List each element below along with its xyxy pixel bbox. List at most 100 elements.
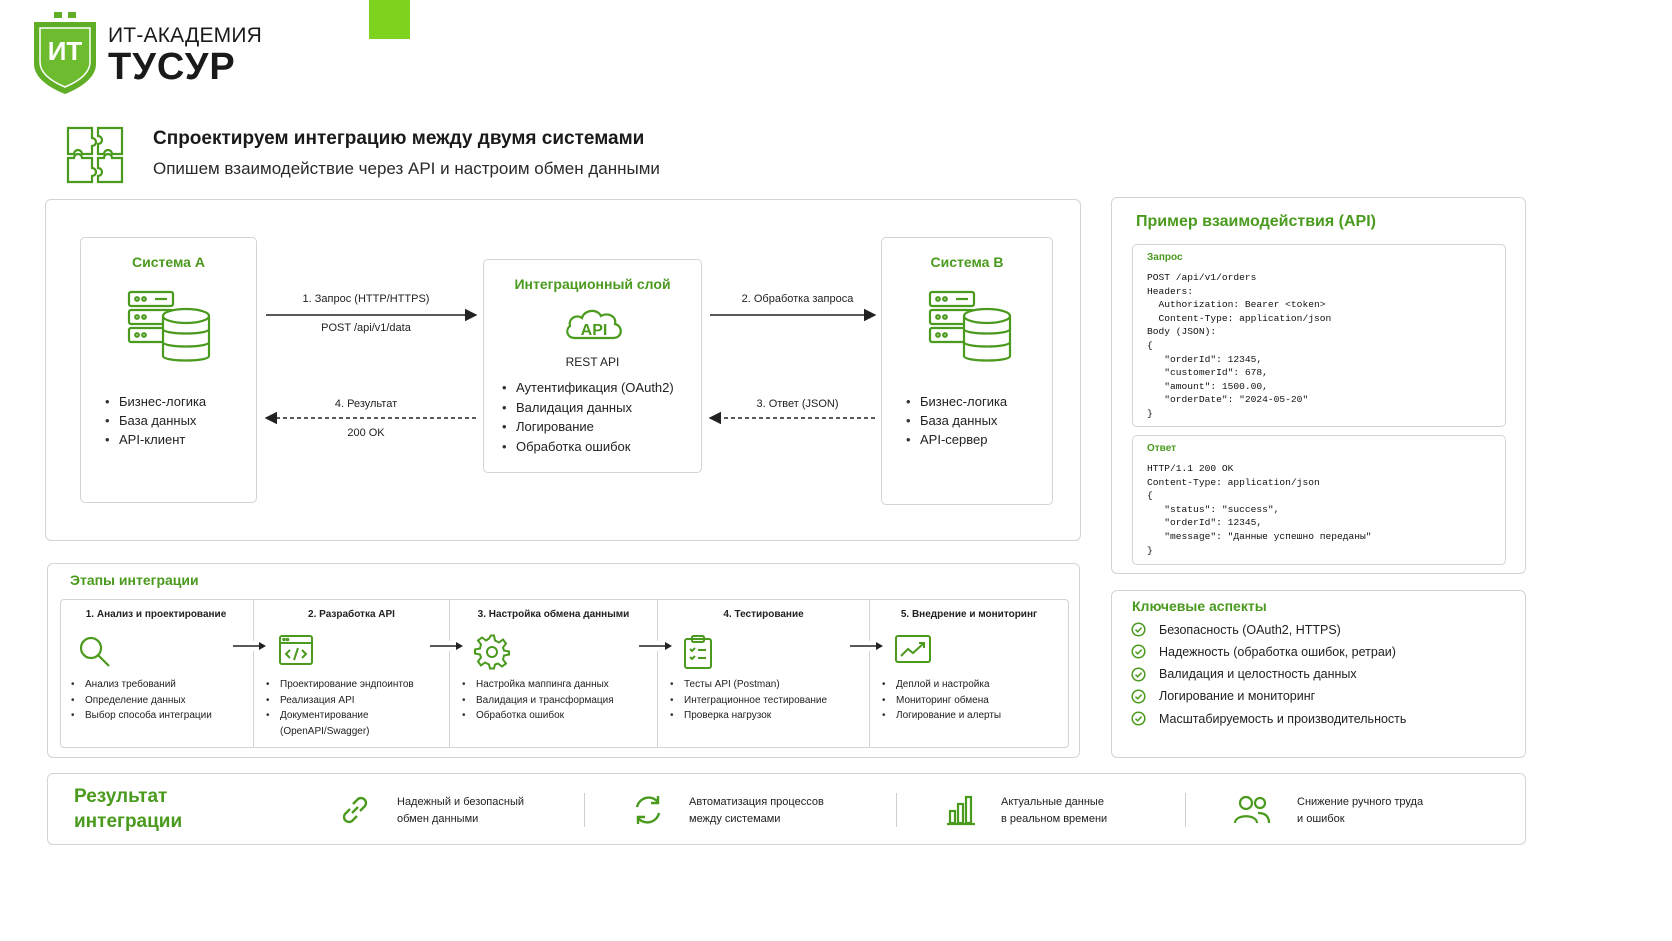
request-code: POST /api/v1/orders Headers: Authorizati…	[1147, 272, 1332, 419]
list-item: Обработка ошибок	[462, 708, 652, 724]
integration-list: Аутентификация (OAuth2) Валидация данных…	[502, 378, 674, 456]
stage-bullets: Настройка маппинга данныхВалидация и тра…	[462, 677, 652, 724]
list-item: Проверка нагрузок	[670, 708, 864, 724]
stage-card: 1. Анализ и проектированиеАнализ требова…	[59, 599, 253, 747]
aspect-label: Логирование и мониторинг	[1159, 689, 1316, 704]
list-item: Определение данных	[71, 693, 247, 709]
stage-title: 4. Тестирование	[723, 609, 804, 620]
stage-title: 1. Анализ и проектирование	[85, 609, 227, 620]
api-label: API	[580, 322, 608, 339]
arrow-label-1-sub: POST /api/v1/data	[321, 322, 411, 334]
aspect-label: Масштабируемость и производительность	[1159, 711, 1407, 726]
list-item: База данных	[105, 411, 206, 430]
check-circle-icon	[1131, 622, 1146, 637]
stages-title: Этапы интеграции	[70, 572, 199, 588]
search-icon	[77, 634, 113, 670]
arrow-right-icon	[232, 641, 268, 651]
stage-bullets: Тесты API (Postman)Интеграционное тестир…	[670, 677, 864, 724]
request-box: Запрос POST /api/v1/orders Headers: Auth…	[1132, 244, 1506, 427]
check-circle-icon	[1131, 644, 1146, 659]
stage-card: 2. Разработка APIПроектирование эндпоинт…	[253, 599, 449, 747]
list-item: Аутентификация (OAuth2)	[502, 378, 674, 398]
integration-title: Интеграционный слой	[514, 276, 671, 292]
stage-bullets: Проектирование эндпоинтовРеализация APIД…	[266, 677, 444, 739]
list-item: Валидация и трансформация	[462, 693, 652, 709]
stage-card: 5. Внедрение и мониторингДеплой и настро…	[869, 599, 1068, 747]
system-b-title: Система B	[930, 254, 1004, 270]
system-a-list: Бизнес-логика База данных API-клиент	[105, 392, 206, 449]
stage-title: 5. Внедрение и мониторинг	[900, 609, 1038, 620]
response-code: HTTP/1.1 200 OK Content-Type: applicatio…	[1147, 463, 1372, 556]
chart-monitor-icon	[894, 634, 932, 666]
list-item: API-сервер	[906, 430, 1007, 449]
cloud-api-icon	[566, 309, 622, 340]
arrow-label-4: 4. Результат	[334, 398, 398, 410]
link-icon	[338, 793, 372, 827]
stage-bullets: Деплой и настройкаМониторинг обменаЛогир…	[882, 677, 1063, 724]
list-item: Бизнес-логика	[906, 392, 1007, 411]
logo-badge-text: ИТ	[47, 36, 83, 66]
system-b-list: Бизнес-логика База данных API-сервер	[906, 392, 1007, 449]
list-item: API-клиент	[105, 430, 206, 449]
arrow-label-4-sub: 200 OK	[347, 427, 385, 439]
list-item: Выбор способа интеграции	[71, 708, 247, 724]
list-item: Мониторинг обмена	[882, 693, 1063, 709]
aspects-panel: Ключевые аспекты Безопасность (OAuth2, H…	[1111, 590, 1526, 758]
aspect-item: Валидация и целостность данных	[1131, 667, 1357, 682]
arrow-right-icon	[849, 641, 885, 651]
request-label: Запрос	[1147, 252, 1183, 263]
check-circle-icon	[1131, 667, 1146, 682]
aspect-label: Безопасность (OAuth2, HTTPS)	[1159, 622, 1341, 637]
list-item: Интеграционное тестирование	[670, 693, 864, 709]
page-title: Спроектируем интеграцию между двумя сист…	[153, 128, 645, 149]
list-item: Тесты API (Postman)	[670, 677, 864, 693]
shield-logo-icon	[34, 12, 96, 94]
result-panel: Результат интеграции	[47, 773, 1526, 845]
aspects-title: Ключевые аспекты	[1132, 598, 1267, 614]
integration-layer-box: Интеграционный слой API REST API Аутенти…	[483, 259, 702, 473]
list-item: Деплой и настройка	[882, 677, 1063, 693]
response-box: Ответ HTTP/1.1 200 OK Content-Type: appl…	[1132, 435, 1506, 565]
divider	[584, 793, 585, 827]
server-database-icon	[928, 290, 1012, 362]
logo-line2: ТУСУР	[108, 46, 236, 88]
check-circle-icon	[1131, 689, 1146, 704]
aspect-item: Масштабируемость и производительность	[1131, 711, 1406, 726]
aspect-label: Валидация и целостность данных	[1159, 667, 1357, 682]
arrow-label-3: 3. Ответ (JSON)	[756, 398, 839, 410]
system-a-title: Система А	[132, 254, 205, 270]
api-example-title: Пример взаимодействия (API)	[1136, 213, 1376, 230]
response-label: Ответ	[1147, 443, 1177, 454]
aspect-item: Безопасность (OAuth2, HTTPS)	[1131, 622, 1341, 637]
stage-card: 3. Настройка обмена даннымиНастройка мап…	[449, 599, 657, 747]
stage-title: 3. Настройка обмена данными	[477, 609, 630, 620]
rest-api-label: REST API	[565, 355, 620, 369]
arrow-right-icon	[429, 641, 465, 651]
arrow-label-1: 1. Запрос (HTTP/HTTPS)	[302, 293, 430, 305]
divider	[1185, 793, 1186, 827]
server-database-icon	[127, 290, 211, 362]
list-item: Валидация данных	[502, 398, 674, 418]
list-item: Обработка ошибок	[502, 437, 674, 457]
accent-square	[369, 0, 410, 39]
list-item: База данных	[906, 411, 1007, 430]
list-item: Настройка маппинга данных	[462, 677, 652, 693]
divider	[896, 793, 897, 827]
list-item: Логирование	[502, 417, 674, 437]
sync-icon	[631, 793, 665, 827]
users-icon	[1233, 793, 1271, 827]
flow-arrows	[264, 308, 877, 425]
logo-line1: ИТ-АКАДЕМИЯ	[108, 24, 263, 47]
logo: ИТ ИТ-АКАДЕМИЯ ТУСУР	[30, 12, 270, 96]
arrow-right-icon	[638, 641, 674, 651]
system-b-box: Система B Бизнес-логика База данных API-…	[881, 237, 1053, 505]
code-window-icon	[278, 634, 314, 666]
list-item: Анализ требований	[71, 677, 247, 693]
list-item: Проектирование эндпоинтов	[266, 677, 444, 693]
list-item: Документирование (OpenAPI/Swagger)	[266, 708, 444, 739]
check-circle-icon	[1131, 711, 1146, 726]
